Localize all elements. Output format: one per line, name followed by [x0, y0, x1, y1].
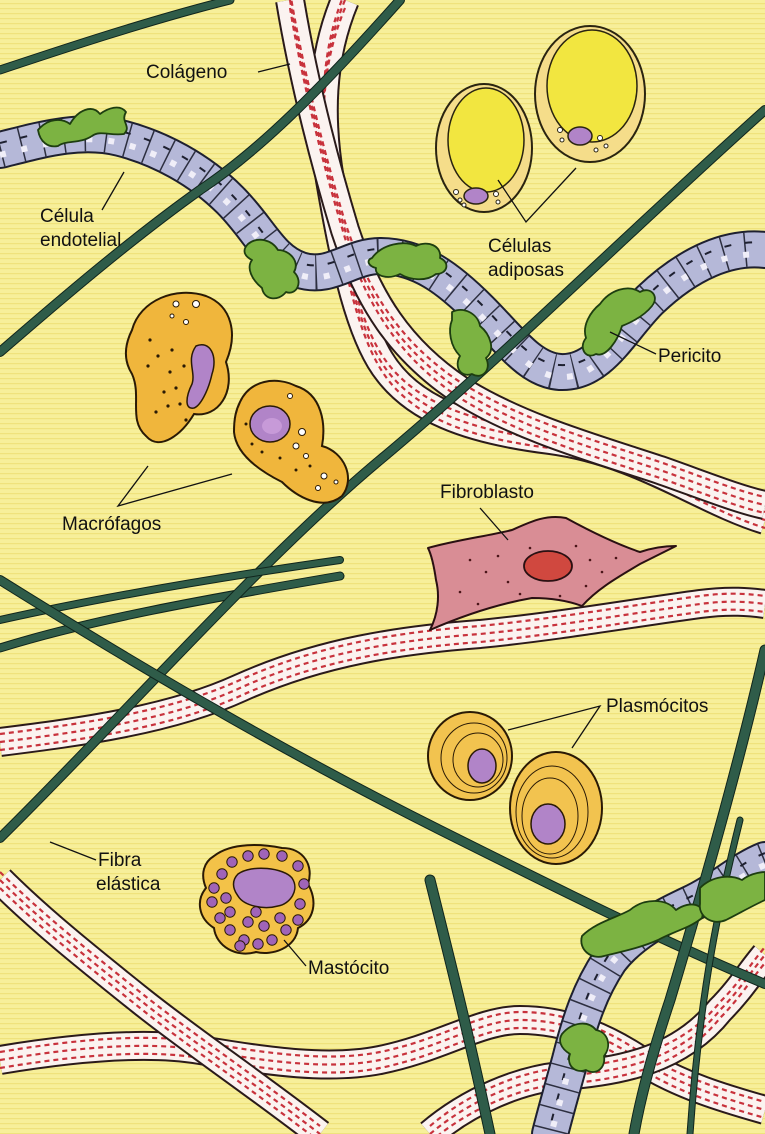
mast-granule — [251, 907, 261, 917]
label-mastocito: Mastócito — [308, 958, 389, 979]
mast-granule — [243, 917, 253, 927]
mast-granule — [243, 851, 253, 861]
mast-granule — [217, 869, 227, 879]
nucleus — [468, 749, 496, 783]
mast-granule — [295, 899, 305, 909]
label-fibra-elastica-line1: Fibra — [98, 850, 142, 871]
label-celula-endotelial-line2: endotelial — [40, 230, 121, 251]
nucleus — [234, 868, 295, 907]
nucleus — [524, 551, 572, 581]
mast-granule — [221, 893, 231, 903]
adipocyte — [436, 84, 532, 212]
label-fibroblasto: Fibroblasto — [440, 482, 534, 503]
mast-granule — [293, 861, 303, 871]
mast-granule — [225, 925, 235, 935]
mast-granule — [253, 939, 263, 949]
label-plasmocitos: Plasmócitos — [606, 696, 708, 717]
mast-granule — [267, 935, 277, 945]
nucleus — [568, 127, 592, 145]
mast-granule — [277, 851, 287, 861]
label-celulas-adiposas-line1: Células — [488, 236, 551, 257]
mast-granule — [227, 857, 237, 867]
label-macrofagos: Macrófagos — [62, 514, 161, 535]
plasma-cell — [510, 752, 602, 864]
nucleus — [531, 804, 565, 844]
mast-granule — [209, 883, 219, 893]
adipocyte — [535, 26, 645, 162]
label-pericito: Pericito — [658, 346, 721, 367]
label-celulas-adiposas-line2: adiposas — [488, 260, 564, 281]
mast-granule — [281, 925, 291, 935]
mast-granule — [275, 913, 285, 923]
mast-granule — [293, 915, 303, 925]
mast-granule — [215, 913, 225, 923]
plasma-cell — [428, 712, 512, 800]
mast-granule — [259, 849, 269, 859]
label-colageno: Colágeno — [146, 62, 227, 83]
mast-granule — [259, 921, 269, 931]
nucleus — [464, 188, 488, 204]
mast-granule — [299, 879, 309, 889]
label-celula-endotelial-line1: Célula — [40, 206, 94, 227]
mast-granule — [235, 941, 245, 951]
mast-granule — [225, 907, 235, 917]
mast-granule — [207, 897, 217, 907]
label-fibra-elastica-line2: elástica — [96, 874, 161, 895]
